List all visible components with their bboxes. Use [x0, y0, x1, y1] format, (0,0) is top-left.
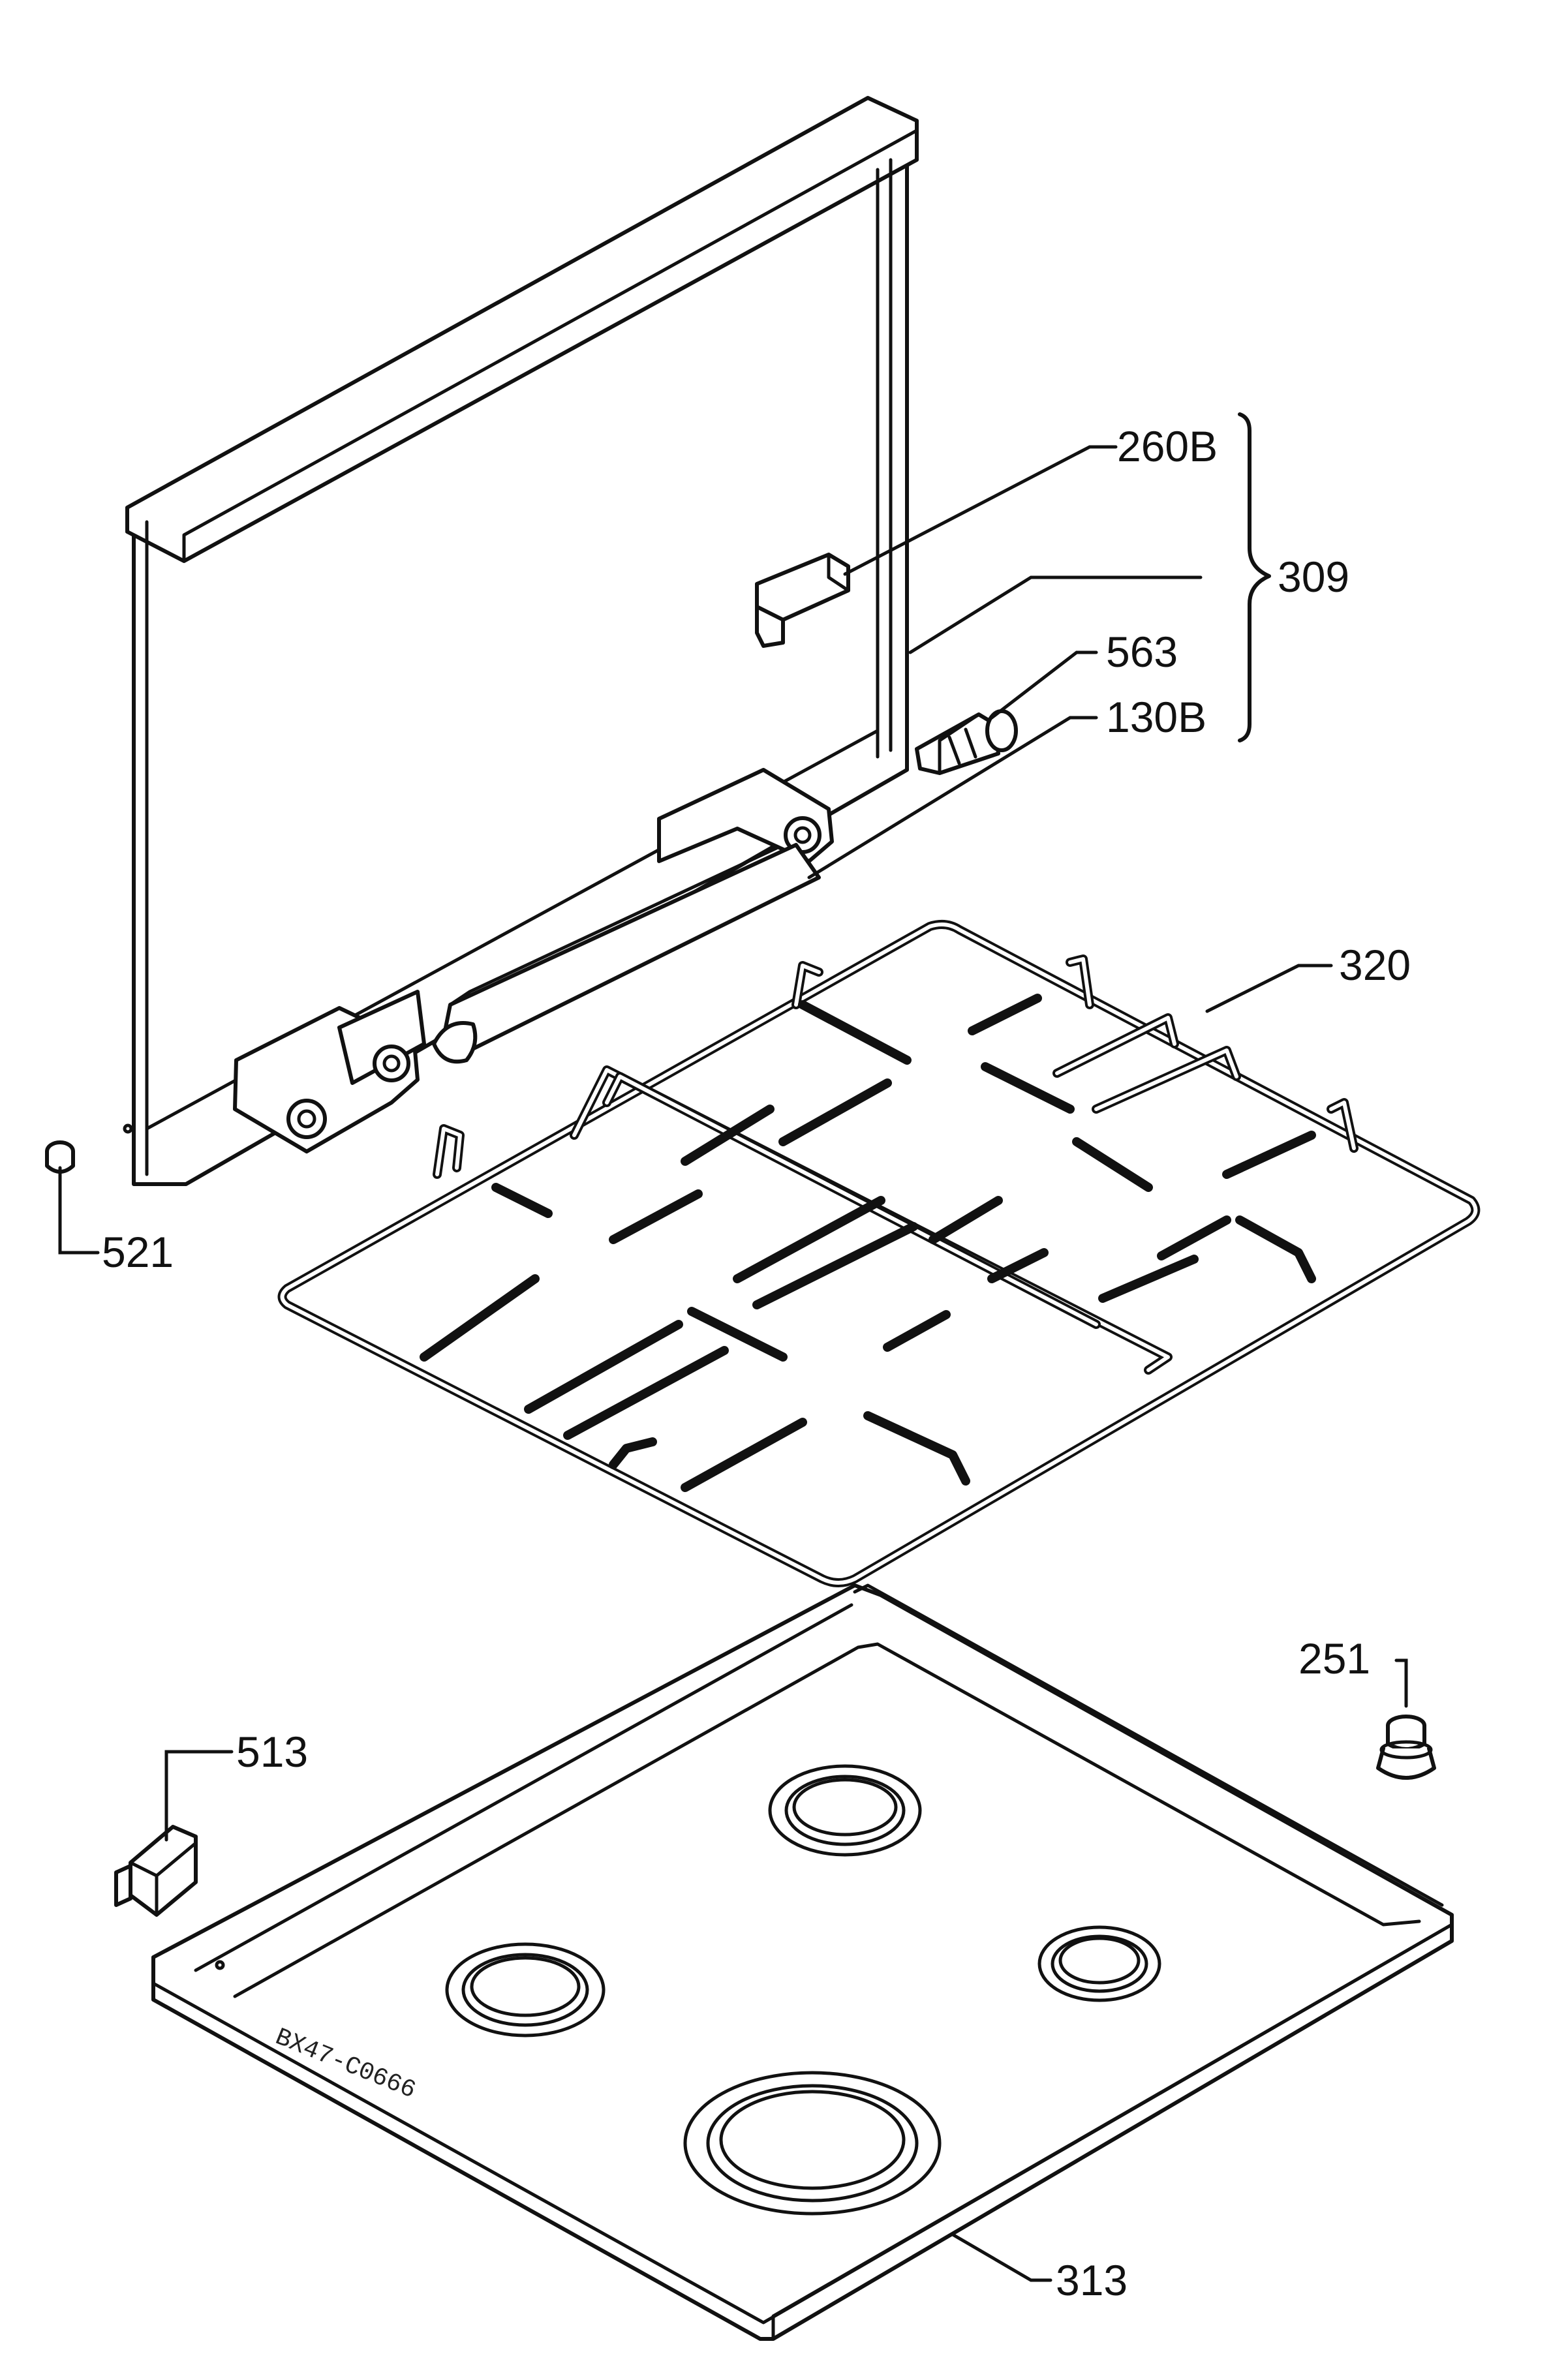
label-130b: 130B — [1106, 693, 1206, 741]
lid-hinge-right — [657, 768, 834, 863]
lid-hinge-mid — [337, 990, 426, 1085]
label-513: 513 — [236, 1728, 308, 1776]
label-320: 320 — [1339, 941, 1411, 989]
part-260b-clip — [755, 553, 850, 648]
lid-frame — [123, 96, 919, 1186]
label-521: 521 — [102, 1228, 174, 1276]
label-313: 313 — [1056, 2256, 1128, 2304]
part-251-foot — [1376, 1715, 1436, 1780]
label-260b: 260B — [1117, 422, 1218, 470]
brace-309 — [1238, 412, 1271, 742]
part-320-pan-support — [277, 919, 1481, 1587]
label-563: 563 — [1106, 628, 1178, 676]
part-521-cap — [45, 1140, 75, 1174]
hinge-tube — [432, 843, 821, 1064]
leader-lines — [58, 445, 1408, 2282]
part-513-block — [114, 1825, 198, 1917]
label-251: 251 — [1298, 1634, 1370, 1683]
label-309: 309 — [1278, 553, 1349, 601]
part-563-pin — [915, 709, 1018, 775]
part-313-hob-top — [151, 1583, 1454, 2341]
